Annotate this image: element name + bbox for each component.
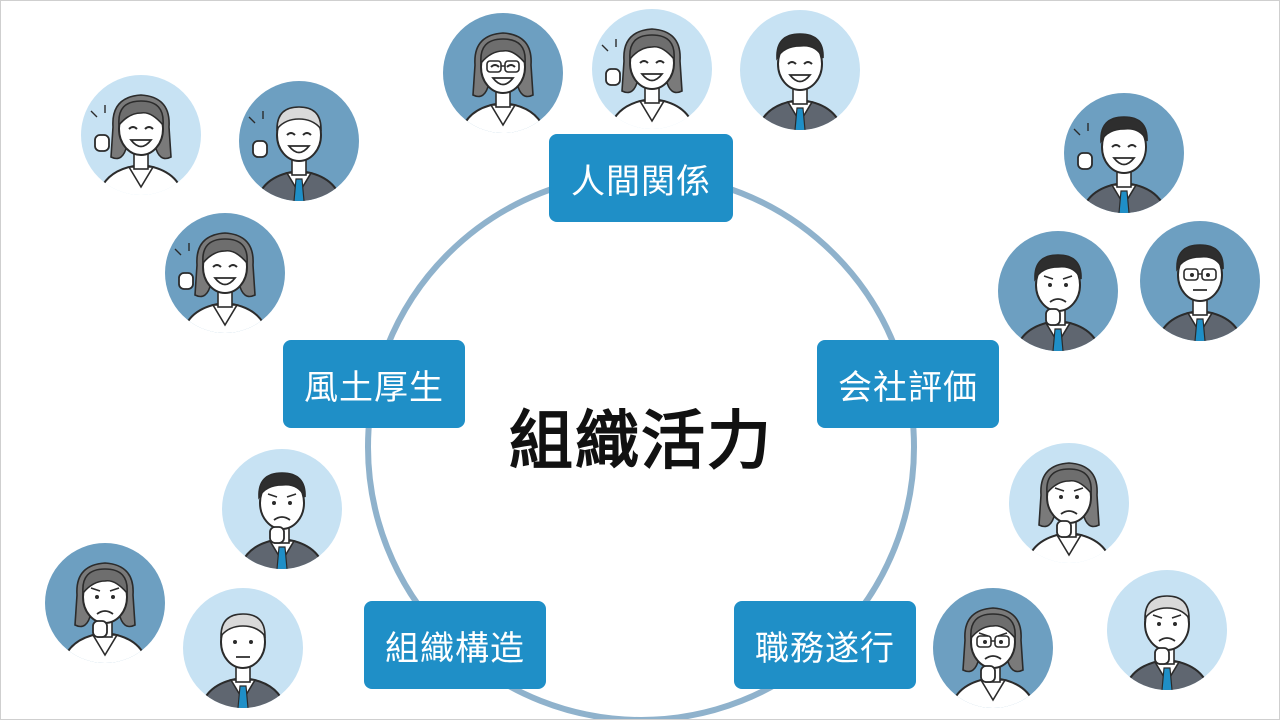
node-job-performance: 職務遂行 <box>734 601 916 689</box>
avatar-woman-icon <box>81 75 201 195</box>
avatar-woman-glasses-worried-icon <box>933 588 1053 708</box>
avatar-man-glasses-icon <box>1140 221 1260 341</box>
avatar-man-stressed-icon <box>222 449 342 569</box>
avatar-woman-sighing-icon <box>1009 443 1129 563</box>
avatar-woman-pensive-icon <box>45 543 165 663</box>
node-culture-welfare-label: 風土厚生 <box>304 367 444 408</box>
center-title: 組織活力 <box>509 405 773 479</box>
avatar-woman-long-hair-icon <box>592 9 712 129</box>
node-company-evaluation: 会社評価 <box>817 340 999 428</box>
avatar-man-headache-icon <box>1107 570 1227 690</box>
node-company-evaluation-label: 会社評価 <box>838 367 978 408</box>
node-relationships: 人間関係 <box>549 134 733 222</box>
avatar-man-worried-icon <box>998 231 1118 351</box>
avatar-senior-man-neutral-icon <box>183 588 303 708</box>
avatar-senior-man-icon <box>239 81 359 201</box>
avatar-man-cheering-icon <box>1064 93 1184 213</box>
node-job-performance-label: 職務遂行 <box>755 628 895 669</box>
node-culture-welfare: 風土厚生 <box>283 340 465 428</box>
node-organization-structure: 組織構造 <box>364 601 546 689</box>
avatar-woman-glasses-icon <box>443 13 563 133</box>
avatar-man-suit-icon <box>740 10 860 130</box>
node-relationships-label: 人間関係 <box>571 161 711 202</box>
avatar-woman-ponytail-icon <box>165 213 285 333</box>
node-organization-structure-label: 組織構造 <box>385 628 525 669</box>
